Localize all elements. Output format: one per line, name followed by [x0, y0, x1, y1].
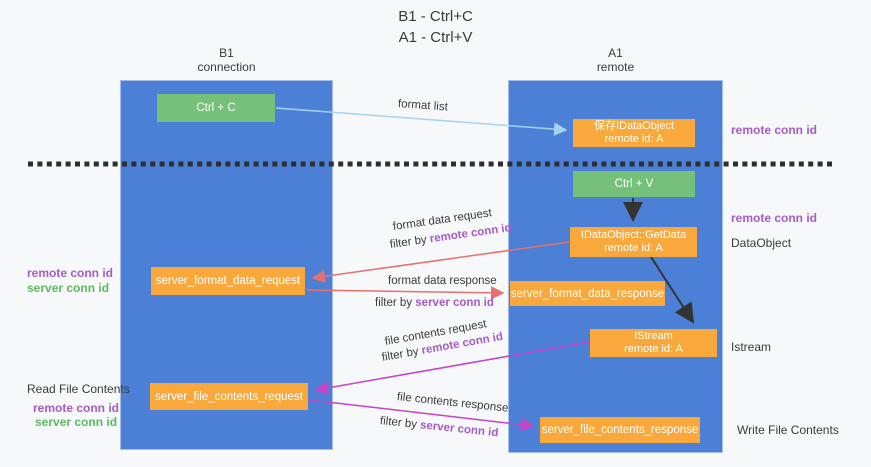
lane-b1-role: connection [197, 60, 256, 74]
ctrl-c-box: Ctrl + C [157, 94, 275, 122]
remote-conn-id-label-left-bottom: remote conn id [33, 401, 120, 415]
istream-box: IStream remote id: A [590, 329, 717, 357]
arrow-getdata-to-istream [650, 256, 695, 324]
idataobject-getdata-box: IDataObject::GetData remote id: A [570, 227, 697, 257]
arrow-file-contents-response [309, 399, 535, 432]
format-data-response-label: format data response [388, 275, 497, 287]
lane-a1-name: A1 [608, 46, 623, 60]
idataobject-getdata-line1: IDataObject::GetData [580, 229, 687, 241]
server-format-data-response-box: server_format_data_response [510, 281, 665, 306]
lane-header-a1: A1 remote [508, 46, 723, 74]
save-idataobject-box: 保存IDataObject remote id: A [573, 119, 695, 147]
ctrl-v-box: Ctrl + V [573, 171, 695, 197]
diagram-title-line2: A1 - Ctrl+V [398, 29, 473, 46]
dataobject-label: DataObject [731, 236, 792, 250]
idataobject-getdata-line2: remote id: A [604, 242, 663, 254]
istream-line2: remote id: A [624, 343, 683, 355]
diagram-title: B1 - Ctrl+C A1 - Ctrl+V [0, 6, 871, 48]
diagram-title-line1: B1 - Ctrl+C [398, 8, 473, 25]
server-conn-id-label-left-mid: server conn id [27, 281, 110, 295]
lane-b1-name: B1 [219, 46, 234, 60]
arrow-format-data-response [306, 286, 505, 300]
arrow-format-list [275, 107, 568, 136]
istream-line1: IStream [634, 330, 673, 342]
save-idataobject-line2: remote id: A [604, 133, 664, 145]
lane-header-b1: B1 connection [120, 46, 333, 74]
filter-by-server-conn-id-label-1: filter by server conn id [375, 297, 494, 309]
remote-conn-id-label-left-mid: remote conn id [27, 266, 114, 280]
remote-conn-id-label-top-right: remote conn id [731, 123, 818, 137]
read-file-contents-label: Read File Contents [27, 382, 130, 396]
server-conn-id-accent: server conn id [415, 297, 494, 309]
server-file-contents-response-box: server_file_contents_response [540, 417, 700, 443]
arrow-format-data-request [311, 241, 570, 284]
arrow-file-contents-request [314, 341, 590, 395]
lane-a1-role: remote [596, 60, 635, 74]
istream-side-label: Istream [731, 340, 772, 354]
server-file-contents-request-box: server_file_contents_request [150, 383, 308, 410]
server-conn-id-label-left-bottom: server conn id [35, 415, 118, 429]
filter-by-text: filter by [375, 297, 413, 309]
save-idataobject-line1: 保存IDataObject [593, 120, 675, 132]
write-file-contents-label: Write File Contents [737, 423, 839, 437]
remote-conn-id-label-mid-right: remote conn id [731, 211, 818, 225]
server-format-data-request-box: server_format_data_request [151, 267, 305, 295]
